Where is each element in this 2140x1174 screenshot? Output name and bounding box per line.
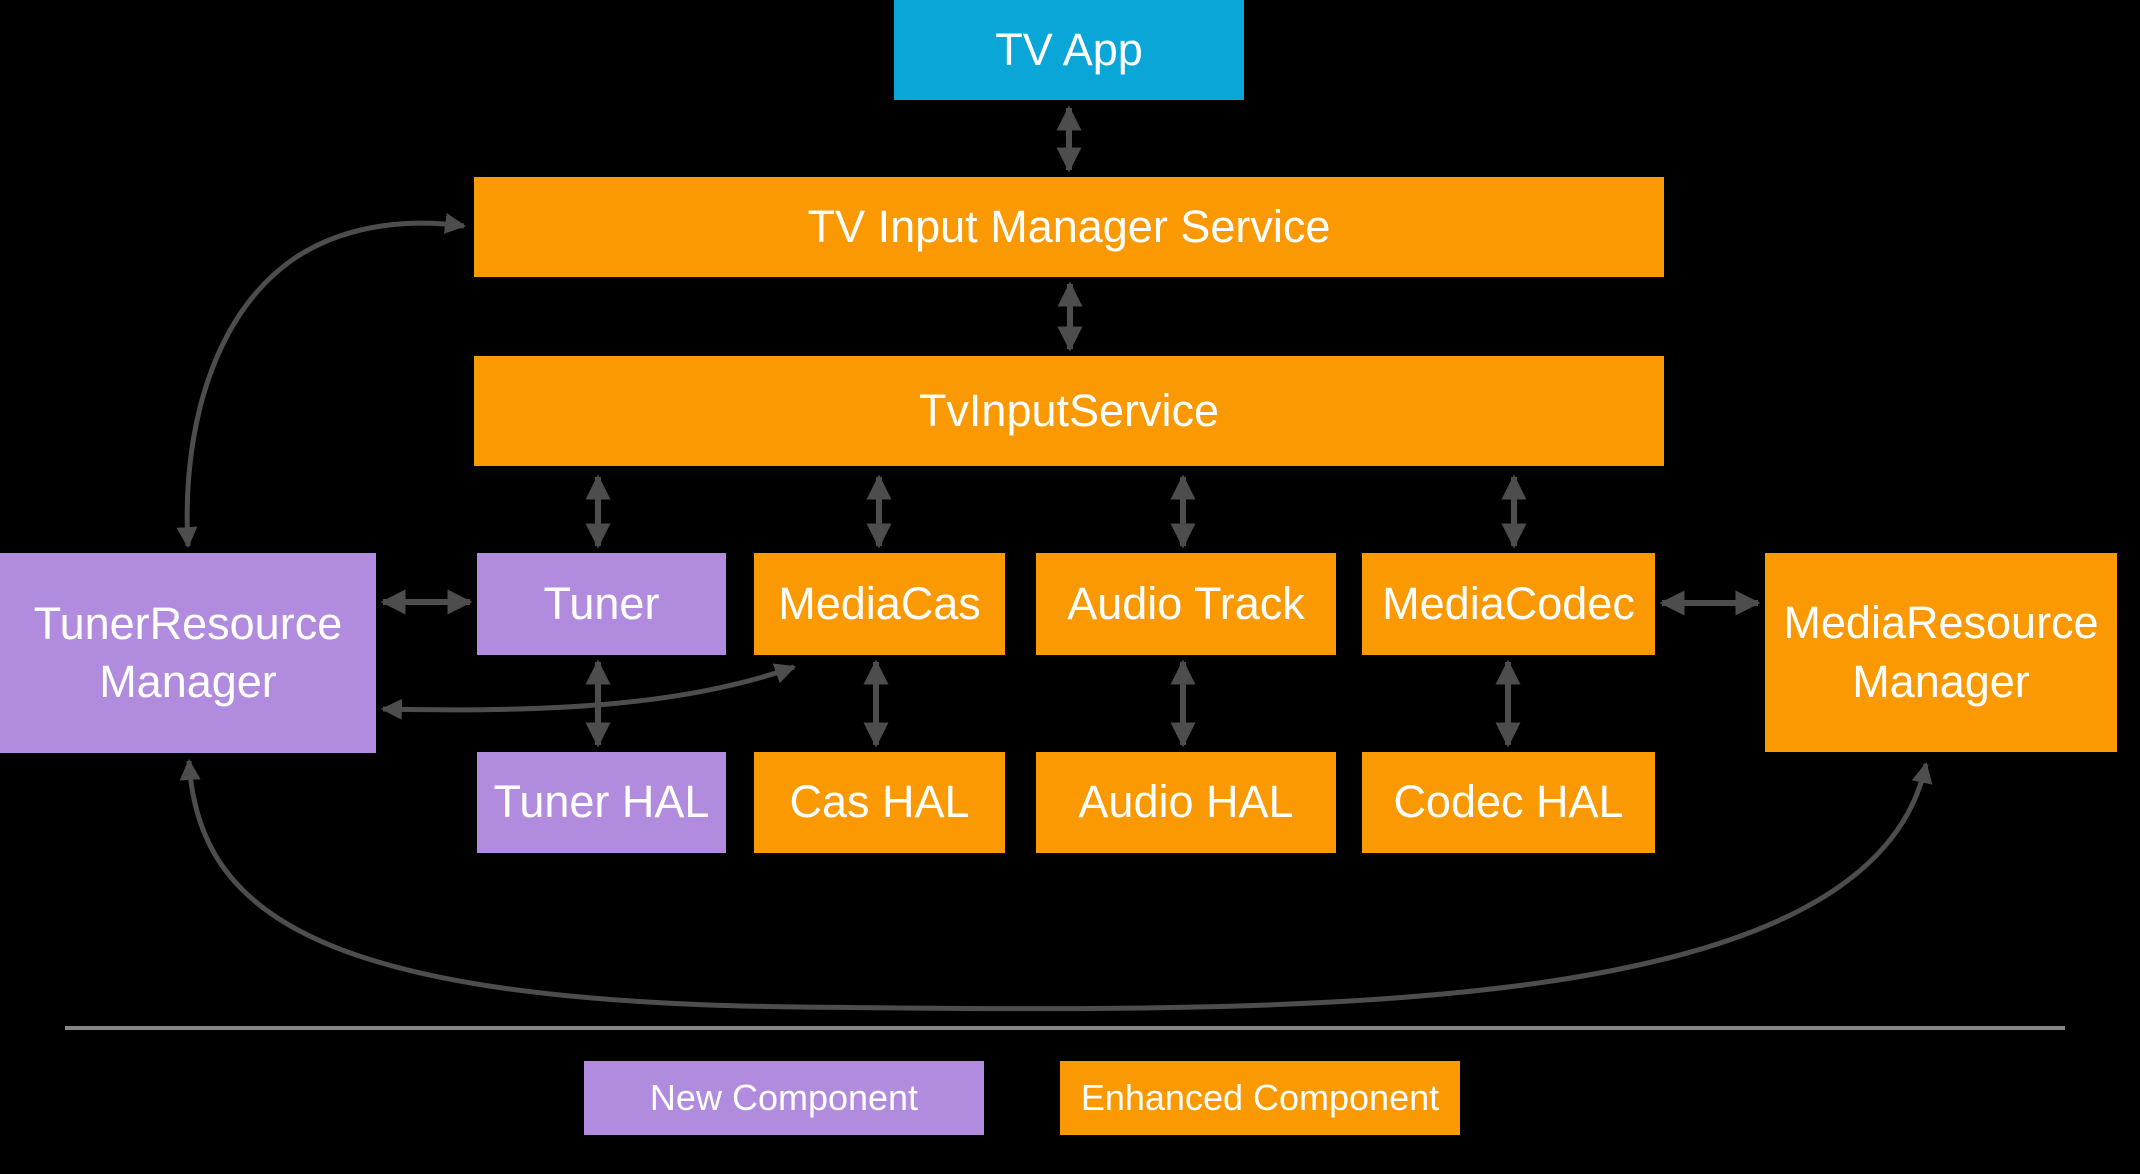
node-media-codec: MediaCodec [1362, 553, 1655, 655]
node-media-codec-label: MediaCodec [1382, 577, 1635, 629]
node-tuner: Tuner [477, 553, 726, 655]
node-audio-hal: Audio HAL [1036, 752, 1336, 853]
legend-separator-line [65, 1026, 2065, 1030]
node-codec-hal: Codec HAL [1362, 752, 1655, 853]
arrow-trm-mediacas [380, 663, 796, 720]
arrow-trm-tims-curve [176, 213, 467, 549]
node-tv-app: TV App [894, 0, 1244, 100]
node-audio-hal-label: Audio HAL [1078, 776, 1294, 828]
node-tv-input-manager-service-label: TV Input Manager Service [807, 200, 1331, 252]
node-tv-input-service: TvInputService [474, 356, 1664, 466]
node-codec-hal-label: Codec HAL [1393, 776, 1624, 828]
legend-enhanced-component: Enhanced Component [1060, 1061, 1460, 1135]
legend-new-component: New Component [584, 1061, 984, 1135]
node-media-cas-label: MediaCas [778, 577, 981, 629]
legend-enhanced-component-label: Enhanced Component [1080, 1077, 1440, 1118]
node-tv-input-manager-service: TV Input Manager Service [474, 177, 1664, 277]
node-tuner-resource-manager-label: TunerResource Manager [33, 597, 343, 708]
node-audio-track-label: Audio Track [1067, 577, 1305, 629]
node-cas-hal-label: Cas HAL [789, 776, 970, 828]
node-media-resource-manager-label: MediaResource Manager [1783, 597, 2099, 707]
node-tv-input-service-label: TvInputService [918, 384, 1220, 436]
node-tuner-hal: Tuner HAL [477, 752, 726, 853]
node-tuner-hal-label: Tuner HAL [493, 776, 710, 828]
node-tv-app-label: TV App [995, 23, 1143, 75]
node-media-cas: MediaCas [754, 553, 1005, 655]
node-tuner-resource-manager: TunerResource Manager [0, 553, 376, 753]
node-tuner-label: Tuner [543, 577, 660, 629]
legend-new-component-label: New Component [649, 1077, 919, 1118]
node-media-resource-manager: MediaResource Manager [1765, 553, 2117, 752]
node-cas-hal: Cas HAL [754, 752, 1005, 853]
node-audio-track: Audio Track [1036, 553, 1336, 655]
